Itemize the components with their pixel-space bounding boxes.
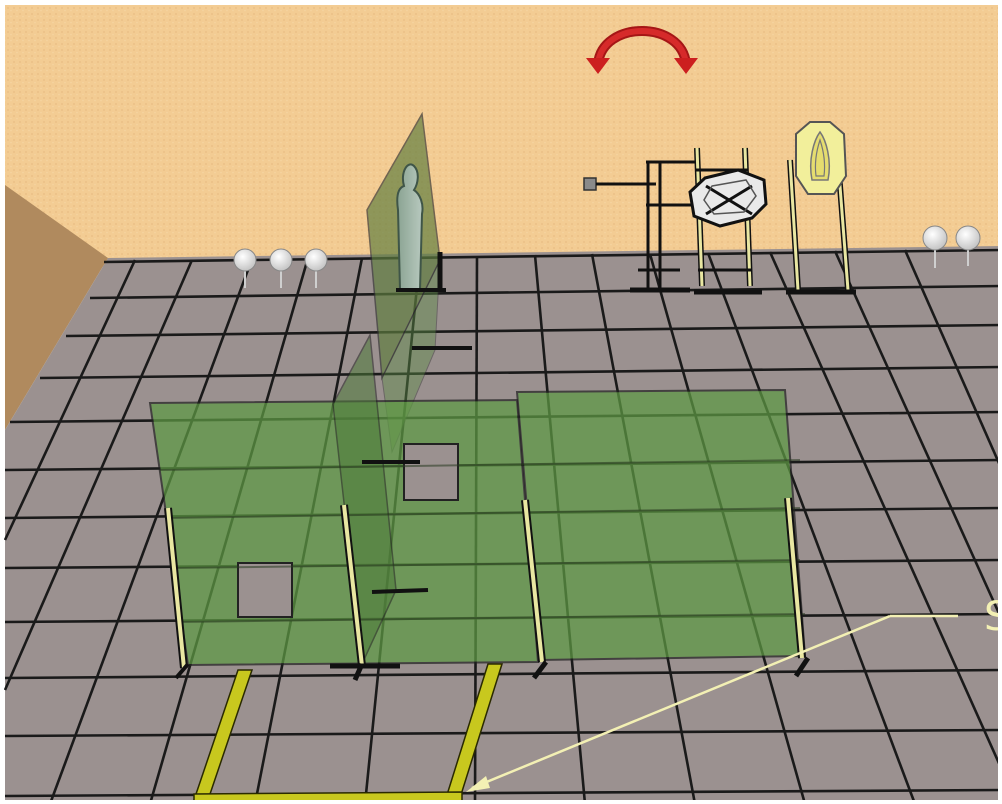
- paper-target-icon: [795, 121, 848, 195]
- back-wall: [5, 5, 1002, 267]
- ball-targets-left: [233, 248, 328, 288]
- callout-label: S: [984, 594, 1002, 640]
- rotate-icon[interactable]: [586, 26, 698, 74]
- ball-targets-right: [922, 225, 981, 268]
- swinger-target-stand: [583, 160, 700, 293]
- side-wall: [5, 185, 108, 430]
- panel-grid-overlay: [159, 459, 806, 623]
- callout-arrow: [466, 614, 958, 792]
- support-posts: [164, 497, 811, 682]
- steel-plate-target: [688, 168, 768, 228]
- barrier-wall-right: [515, 388, 807, 662]
